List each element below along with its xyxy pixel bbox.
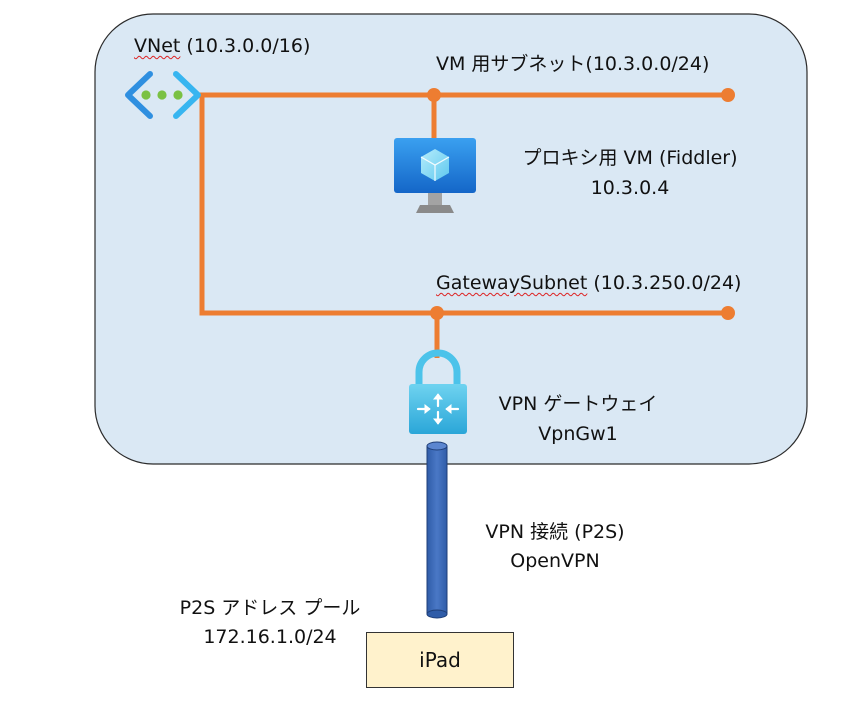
vpn-connection-title: VPN 接続 (P2S) [485, 521, 625, 543]
gateway-subnet-label: GatewaySubnet (10.3.250.0/24) [436, 271, 741, 295]
vm-subnet-label: VM 用サブネット(10.3.0.0/24) [436, 53, 710, 75]
vpn-connection-protocol: OpenVPN [510, 550, 600, 572]
p2s-pool-title: P2S アドレス プール [179, 597, 361, 619]
vnet-icon [125, 71, 201, 119]
proxy-vm-ip: 10.3.0.4 [590, 177, 670, 199]
vnet-cidr: (10.3.0.0/16) [186, 35, 311, 57]
proxy-vm-name: プロキシ用 VM (Fiddler) [522, 147, 738, 169]
p2s-pool-cidr: 172.16.1.0/24 [203, 626, 337, 648]
subnet-nodes [427, 88, 735, 320]
vnet-container [94, 13, 808, 465]
gateway-subnet-junction [430, 306, 444, 320]
gateway-subnet-name: GatewaySubnet [436, 272, 588, 294]
vpn-gateway-icon [409, 349, 467, 434]
ipad-label: iPad [419, 648, 461, 672]
vpn-gateway-title: VPN ゲートウェイ [498, 393, 658, 415]
vnet-label: VNet (10.3.0.0/16) [134, 34, 310, 58]
virtual-machine-icon [394, 138, 476, 213]
vpn-gateway-name: VpnGw1 [538, 423, 618, 445]
ipad-client-box: iPad [366, 632, 514, 688]
vpn-tunnel [426, 441, 448, 619]
gateway-subnet-endpoint [721, 306, 735, 320]
gateway-subnet-cidr: (10.3.250.0/24) [593, 272, 742, 294]
vm-subnet-junction [427, 88, 441, 102]
vm-subnet-endpoint [721, 88, 735, 102]
vnet-name: VNet [134, 35, 181, 57]
